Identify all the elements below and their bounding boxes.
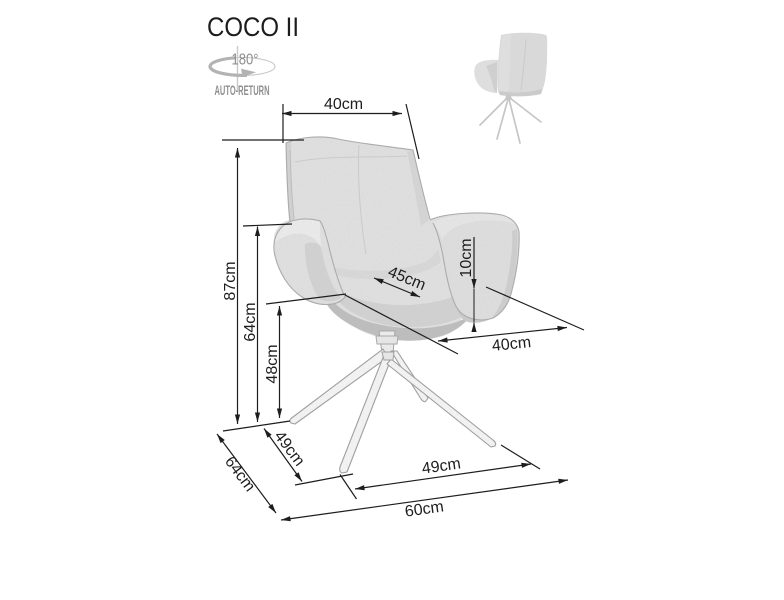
svg-text:COCO II: COCO II [207, 12, 299, 42]
svg-text:60cm: 60cm [404, 498, 445, 520]
svg-text:10cm: 10cm [458, 238, 475, 277]
svg-text:48cm: 48cm [264, 344, 281, 383]
svg-text:180°: 180° [232, 52, 259, 69]
svg-text:87cm: 87cm [222, 261, 239, 300]
svg-text:40cm: 40cm [491, 334, 532, 355]
svg-text:49cm: 49cm [421, 455, 462, 477]
svg-text:64cm: 64cm [221, 454, 258, 495]
svg-text:AUTO-RETURN: AUTO-RETURN [215, 83, 270, 98]
svg-text:40cm: 40cm [324, 96, 363, 113]
svg-text:64cm: 64cm [242, 302, 259, 341]
